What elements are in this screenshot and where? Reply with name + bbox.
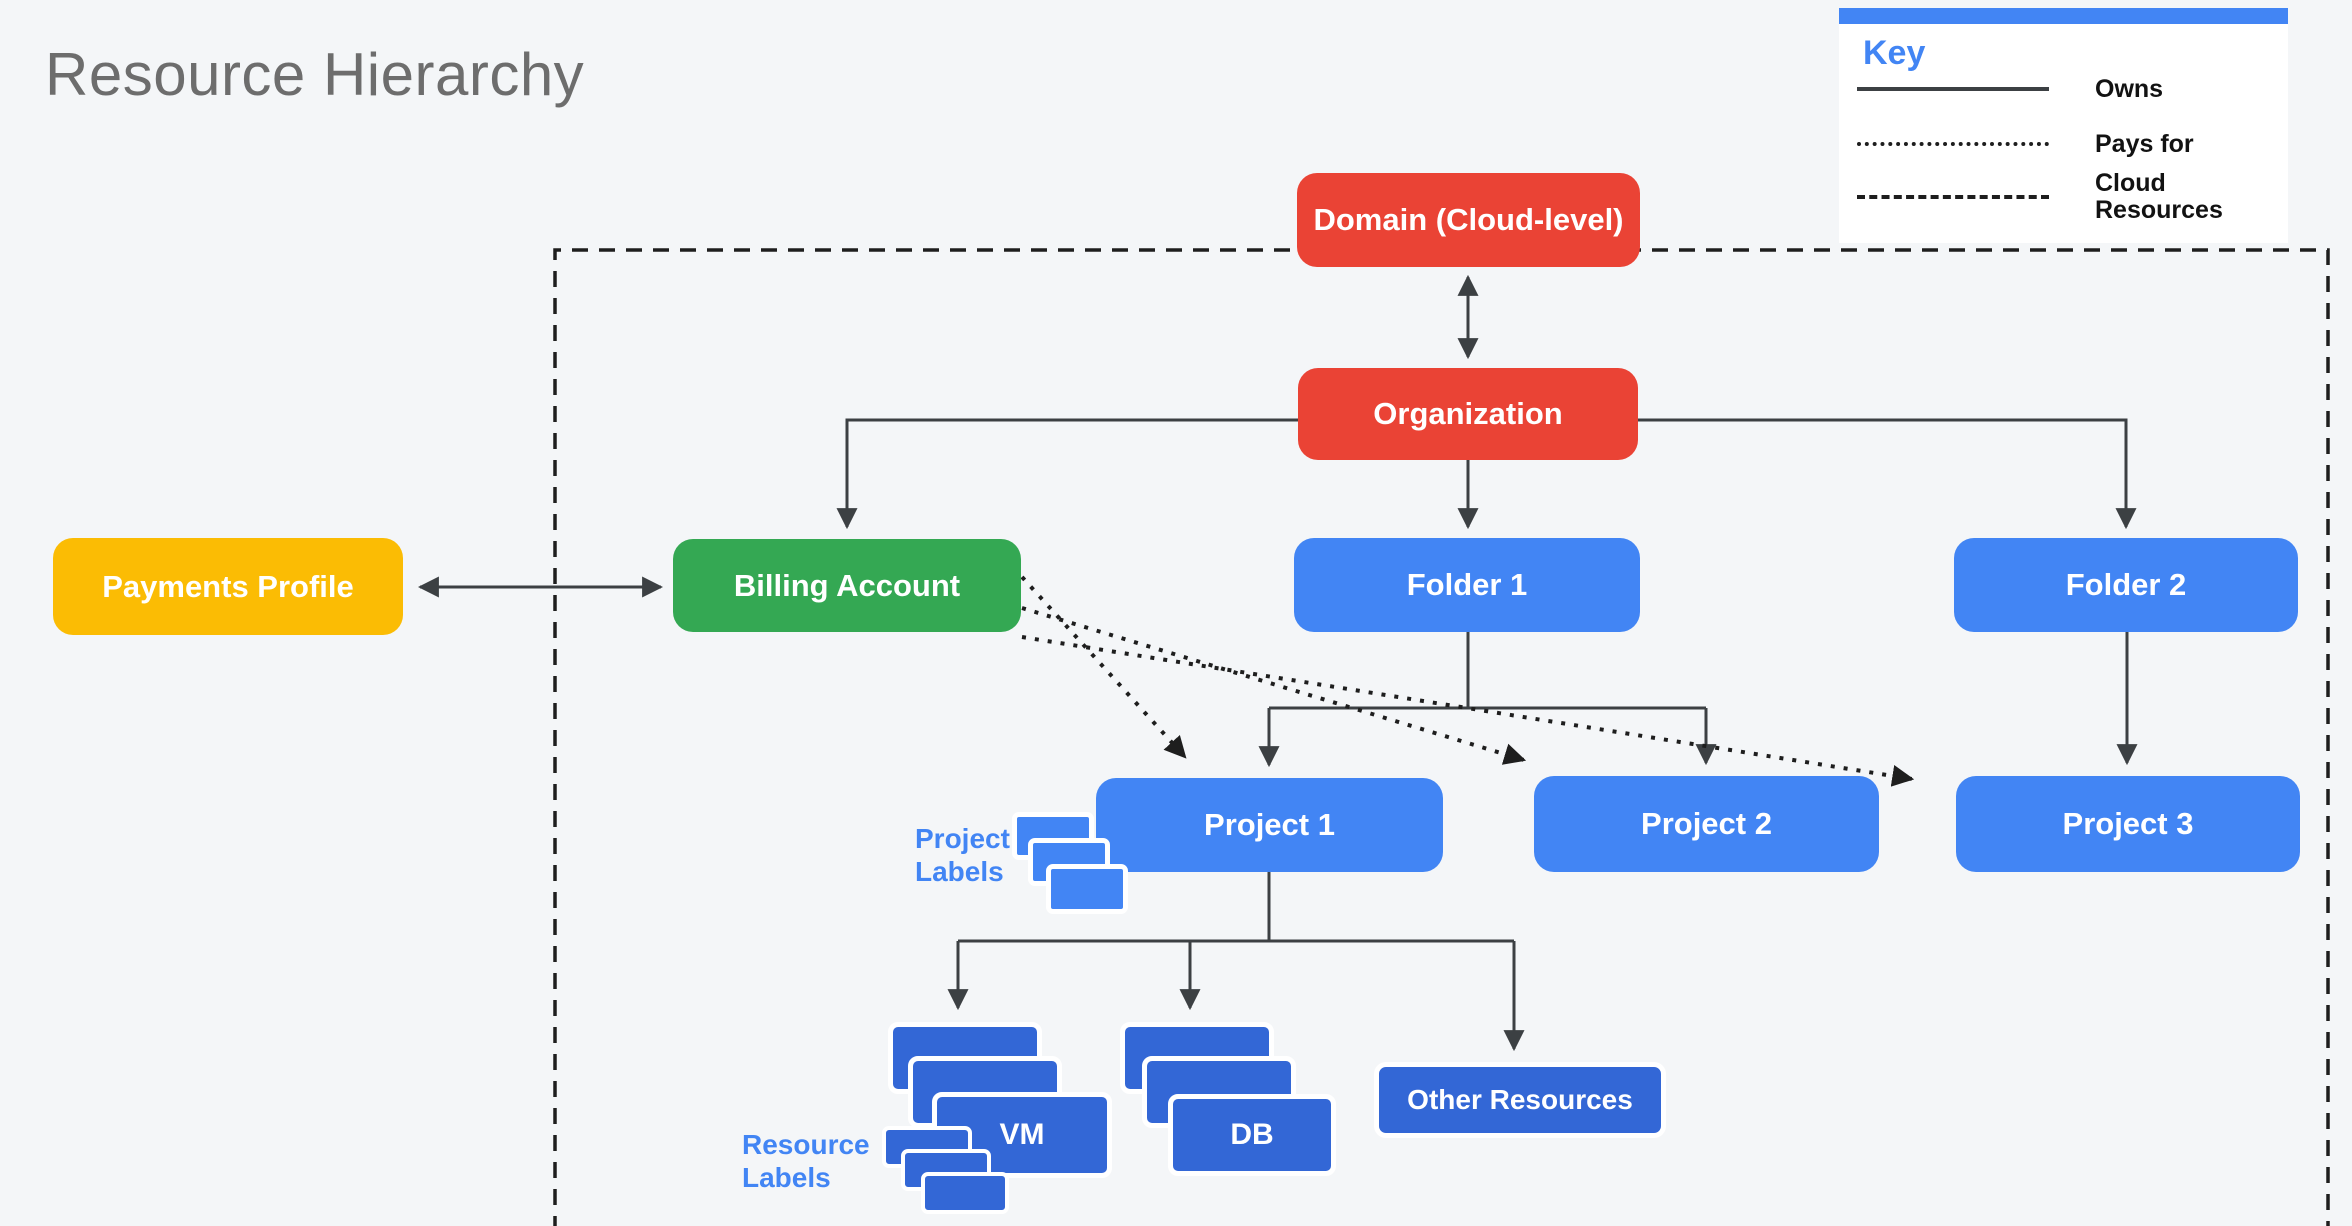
legend-row-pays-for: Pays for: [1857, 129, 2265, 159]
node-billing-account: Billing Account: [673, 539, 1021, 632]
key-accent-bar: [1839, 8, 2288, 24]
node-folder1: Folder 1: [1294, 538, 1640, 632]
node-other-resources: Other Resources: [1374, 1062, 1666, 1138]
node-project3: Project 3: [1956, 776, 2300, 872]
project-label-chip-3: [1046, 864, 1128, 914]
connector-organization-folder2: [1638, 418, 2137, 530]
node-organization: Organization: [1298, 368, 1638, 460]
dashed-line-sample: [1857, 195, 2049, 199]
node-domain: Domain (Cloud-level): [1297, 173, 1640, 267]
node-payments-profile: Payments Profile: [53, 538, 403, 635]
legend-label-pays-for: Pays for: [2095, 129, 2194, 158]
legend-label-owns: Owns: [2095, 74, 2164, 103]
node-folder2: Folder 2: [1954, 538, 2298, 632]
key-legend-panel: Key Owns Pays for Cloud Resources: [1839, 8, 2288, 243]
legend-row-owns: Owns: [1857, 74, 2265, 104]
db-card-front: DB: [1168, 1094, 1336, 1176]
solid-line-sample: [1857, 87, 2049, 91]
resource-label-chip-3: [921, 1172, 1009, 1214]
page-title: Resource Hierarchy: [45, 41, 585, 108]
node-project2: Project 2: [1534, 776, 1879, 872]
legend-label-cloud-resources: Cloud Resources: [2095, 169, 2223, 224]
connector-organization-billing-account: [836, 418, 1298, 530]
dotted-billing-pays-project1: [1020, 575, 1187, 759]
project-labels-annotation: Project Labels: [915, 823, 1010, 887]
resource-labels-annotation: Resource Labels: [742, 1129, 870, 1193]
node-project1: Project 1: [1096, 778, 1443, 872]
dotted-billing-pays-project2: [1021, 606, 1527, 765]
legend-row-cloud-resources: Cloud Resources: [1857, 166, 2265, 228]
dotted-line-sample: [1857, 142, 2049, 146]
key-title: Key: [1863, 34, 1926, 72]
